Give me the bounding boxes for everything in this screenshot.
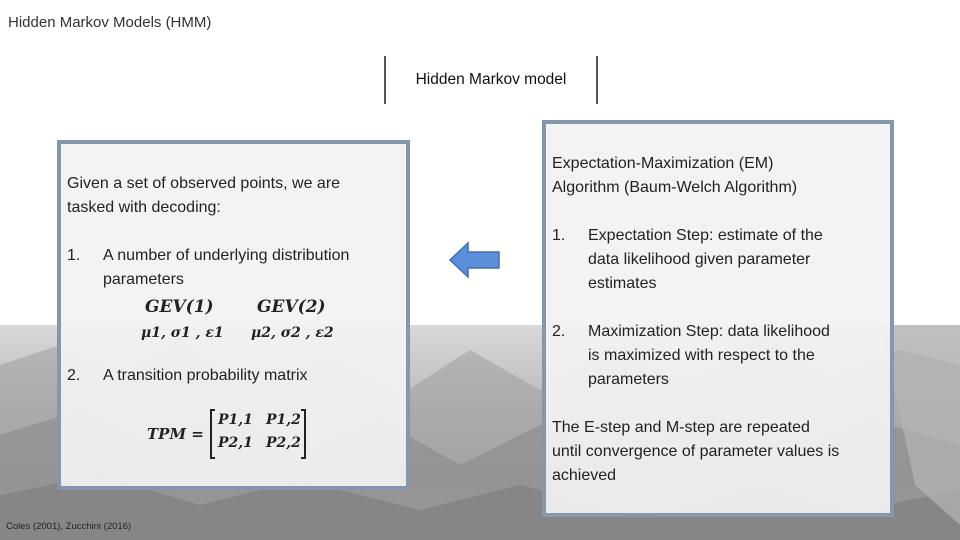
step-1-number: 1. [552,227,566,244]
section-header: Hidden Markov model [384,56,598,104]
slide-title: Hidden Markov Models (HMM) [8,14,212,31]
step-1-line-1: Expectation Step: estimate of the [588,227,823,244]
decoding-panel: Given a set of observed points, we are t… [57,140,410,490]
step-2-line-3: parameters [588,371,669,388]
left-arrow-icon [448,241,500,279]
intro-line-2: tasked with decoding: [67,199,221,216]
conclusion-line-2: until convergence of parameter values is [552,443,840,460]
tpm-cell-2-2: P2,2 [266,435,301,451]
step-2-number: 2. [552,323,566,340]
tpm-label: TPM = [147,425,204,443]
item-2-number: 2. [67,367,81,384]
tpm-cell-2-1: P2,1 [218,435,253,451]
section-header-text: Hidden Markov model [415,71,567,88]
item-1-line-1: A number of underlying distribution [103,247,350,264]
transition-matrix: TPM = P1,1 P1,2 P2,1 P2,2 [147,409,317,460]
em-title-line-2: Algorithm (Baum-Welch Algorithm) [552,179,798,196]
item-1-number: 1. [67,247,81,264]
citation: Coles (2001), Zucchini (2016) [6,521,132,532]
em-title-line-1: Expectation-Maximization (EM) [552,155,774,172]
em-algorithm-panel: Expectation-Maximization (EM) Algorithm … [542,120,894,517]
item-1-line-2: parameters [103,271,184,288]
intro-line-1: Given a set of observed points, we are [67,175,341,192]
conclusion-line-1: The E-step and M-step are repeated [552,419,810,436]
step-2-line-1: Maximization Step: data likelihood [588,323,830,340]
tpm-cell-1-2: P1,2 [266,412,301,428]
item-2-text: A transition probability matrix [103,367,308,384]
gev-1-label: GEV(1) [145,297,214,317]
gev-1-params: μ1, σ1 , ε1 [141,325,224,341]
tpm-cell-1-1: P1,1 [218,412,253,428]
gev-2-label: GEV(2) [257,297,326,317]
step-1-line-3: estimates [588,275,657,292]
step-2-line-2: is maximized with respect to the [588,347,815,364]
gev-2-params: μ2, σ2 , ε2 [251,325,334,341]
tpm-bracket: P1,1 P1,2 P2,1 P2,2 [210,409,306,459]
conclusion-line-3: achieved [552,467,617,484]
step-1-line-2: data likelihood given parameter [588,251,811,268]
